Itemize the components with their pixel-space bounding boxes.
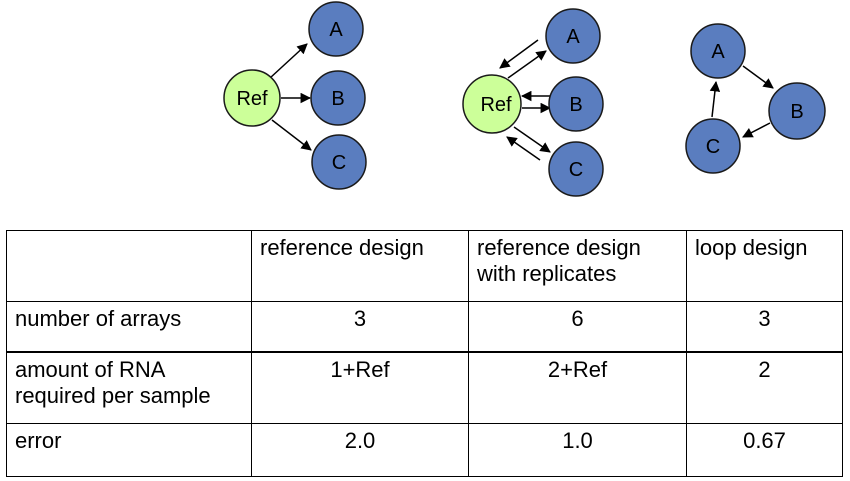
ref-node (462, 74, 522, 134)
table-cell: 1.0 (468, 423, 687, 477)
sample-a-label: A (711, 41, 725, 63)
sample-a-node (308, 1, 364, 57)
arrow-a-to-ref (499, 39, 539, 69)
sample-c-node (685, 118, 741, 174)
row-label: number of arrays (6, 301, 252, 353)
arrow-c-to-a (709, 80, 721, 118)
reference-replicates-diagram: Ref A B C (462, 8, 604, 197)
arrow-ref-to-a (507, 50, 547, 79)
table-cell: 1+Ref (251, 351, 469, 424)
arrow-b-to-c (742, 122, 771, 138)
sample-b-label: B (331, 88, 344, 110)
reference-design-diagram: Ref A B C (223, 1, 367, 190)
header-loop-design: loop design (686, 230, 843, 302)
sample-a-node (545, 8, 601, 64)
design-diagrams: Ref A B C Ref A B C A B C (223, 1, 826, 197)
sample-a-node (690, 23, 746, 79)
sample-b-node (310, 70, 366, 126)
sample-c-label: C (569, 159, 583, 181)
table-cell: 2+Ref (468, 351, 687, 424)
sample-a-label: A (566, 26, 580, 48)
ref-node-label: Ref (480, 94, 512, 116)
table-cell: 0.67 (686, 423, 843, 477)
sample-c-label: C (706, 136, 720, 158)
row-label: error (6, 423, 252, 477)
header-reference-design: reference design (251, 230, 469, 302)
ref-node-label: Ref (236, 88, 268, 110)
sample-c-label: C (332, 152, 346, 174)
sample-b-node (768, 82, 826, 140)
arrow-c-to-ref (506, 136, 541, 161)
table-cell: 6 (468, 301, 687, 353)
design-comparison-table: reference design reference design with r… (6, 230, 843, 477)
table-cell: 3 (251, 301, 469, 353)
table-cell: 2.0 (251, 423, 469, 477)
header-reference-replicates: reference design with replicates (468, 230, 687, 302)
sample-b-label: B (790, 101, 803, 123)
arrow-ref-to-c (271, 119, 312, 151)
loop-design-diagram: A B C (685, 23, 826, 174)
table-row: number of arrays 3 6 3 (6, 301, 843, 353)
sample-b-node (548, 76, 604, 132)
table-cell: 2 (686, 351, 843, 424)
table-row: amount of RNA required per sample 1+Ref … (6, 351, 843, 424)
table-header-row: reference design reference design with r… (6, 230, 843, 302)
sample-c-node (548, 141, 604, 197)
header-empty-cell (6, 230, 252, 302)
sample-b-label: B (569, 94, 582, 116)
ref-node (223, 69, 281, 127)
table-cell: 3 (686, 301, 843, 353)
sample-c-node (311, 134, 367, 190)
arrow-ref-to-a (269, 43, 308, 79)
arrow-a-to-b (742, 65, 774, 89)
sample-a-label: A (329, 19, 343, 41)
arrow-ref-to-c (513, 126, 551, 153)
table-row: error 2.0 1.0 0.67 (6, 423, 843, 477)
row-label: amount of RNA required per sample (6, 351, 252, 424)
